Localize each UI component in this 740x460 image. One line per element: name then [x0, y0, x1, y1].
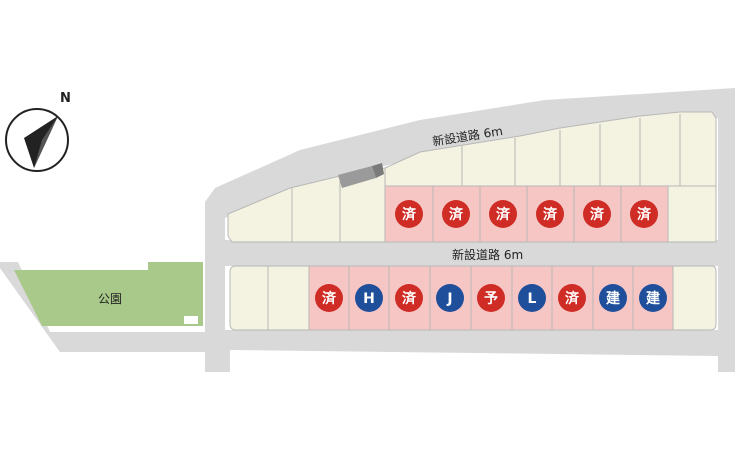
lot-badge-plan: H [355, 284, 383, 312]
lot-badge-circle [436, 284, 464, 312]
lot-badge-circle [395, 284, 423, 312]
lot-badge-circle [355, 284, 383, 312]
lot-badge-label: 済 [543, 206, 558, 223]
lot-badge-label: 済 [402, 206, 417, 223]
lot-badge-building: 建 [599, 284, 627, 312]
lot-badge-plan: J [436, 284, 464, 312]
lot-badge-circle [558, 284, 586, 312]
lot-badge-reserved: 予 [477, 284, 505, 312]
lot-badge-sold: 済 [442, 200, 470, 228]
lot-badge-label: 済 [637, 206, 652, 223]
lot-badge-label: 済 [565, 290, 580, 307]
compass-north-label: N [60, 91, 71, 106]
lot-badge-circle [630, 200, 658, 228]
park-label: 公園 [98, 292, 122, 306]
lot-badge-circle [315, 284, 343, 312]
compass-icon: N [5, 91, 71, 172]
lot-badge-sold: 済 [315, 284, 343, 312]
lot-badge-sold: 済 [395, 200, 423, 228]
lot-badge-sold: 済 [583, 200, 611, 228]
lot-badge-label: 済 [402, 290, 417, 307]
upper-block-badges: 済済済済済済 [395, 200, 658, 228]
lot-badge-circle [599, 284, 627, 312]
lot-badge-circle [583, 200, 611, 228]
park: 公園 [14, 262, 203, 326]
lot-badge-label: 予 [484, 291, 498, 307]
lot-badge-label: 済 [449, 206, 464, 223]
lot-badge-label: L [528, 291, 537, 307]
lot-badge-circle [489, 200, 517, 228]
lot-badge-building: 建 [639, 284, 667, 312]
lot-badge-plan: L [518, 284, 546, 312]
lot-badge-circle [536, 200, 564, 228]
lot-badge-circle [395, 200, 423, 228]
middle-road-label: 新設道路 6m [452, 247, 523, 262]
lot-badge-label: H [363, 291, 375, 307]
lot-badge-sold: 済 [558, 284, 586, 312]
lot-badge-label: 済 [496, 206, 511, 223]
lot-badge-circle [518, 284, 546, 312]
lot-badge-sold: 済 [536, 200, 564, 228]
lot-badge-sold: 済 [630, 200, 658, 228]
lot-badge-label: 建 [606, 290, 620, 307]
lot-badge-label: J [446, 291, 452, 307]
lot-badge-circle [639, 284, 667, 312]
lot-badge-label: 建 [646, 290, 660, 307]
lot-badge-circle [477, 284, 505, 312]
lot-badge-sold: 済 [395, 284, 423, 312]
lot-badge-label: 済 [590, 206, 605, 223]
lot-badge-sold: 済 [489, 200, 517, 228]
lot-badge-circle [442, 200, 470, 228]
lot-badge-label: 済 [322, 290, 337, 307]
